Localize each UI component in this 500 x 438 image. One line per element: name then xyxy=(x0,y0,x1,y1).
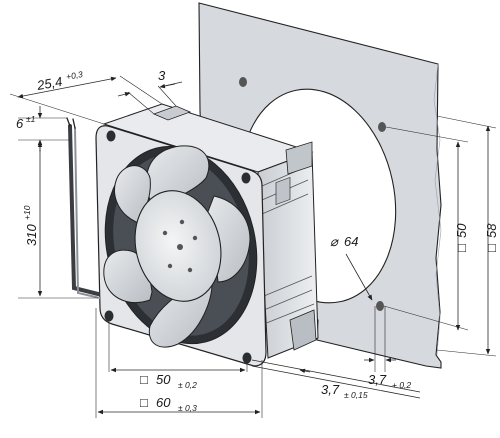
panel-hole-top-right xyxy=(378,122,386,132)
svg-text:± 0,15: ± 0,15 xyxy=(344,390,368,400)
svg-text:± 0,3: ± 0,3 xyxy=(178,403,197,413)
svg-text:+ 0,2: + 0,2 xyxy=(392,380,411,390)
svg-text:±1: ±1 xyxy=(26,114,36,124)
dimension-labels: 25,4 +0,3 3 6 ±1 310 +10 □ 50 ± 0,2 □ 60… xyxy=(16,68,499,413)
svg-text:□: □ xyxy=(484,244,499,252)
svg-text:± 0,2: ± 0,2 xyxy=(178,380,197,390)
hole-pitch-label: □ 50 ± 0,2 xyxy=(140,372,197,390)
cable-strip-label: 6 ±1 xyxy=(16,114,36,131)
svg-text:+0,3: +0,3 xyxy=(65,69,84,82)
svg-text:25,4: 25,4 xyxy=(35,74,64,93)
svg-text:50: 50 xyxy=(156,372,171,387)
svg-text:⌀: ⌀ xyxy=(330,234,339,249)
panel-hole-bottom-right xyxy=(376,301,384,311)
svg-text:□: □ xyxy=(140,395,148,410)
fan-mount-hole-label: 3,7 ± 0,15 xyxy=(321,382,368,400)
panel-pitch-label: □ 50 xyxy=(454,223,469,252)
cable-length-label: 310 +10 xyxy=(22,205,39,246)
flange-label: 3 xyxy=(158,68,166,83)
cutout-diameter-label: ⌀ 64 xyxy=(330,234,358,249)
svg-text:58: 58 xyxy=(484,223,499,238)
svg-text:□: □ xyxy=(140,372,148,387)
svg-text:3,7: 3,7 xyxy=(368,372,387,387)
svg-text:310: 310 xyxy=(24,224,39,246)
svg-text:3,7: 3,7 xyxy=(321,382,340,397)
depth-label: 25,4 +0,3 xyxy=(35,69,84,93)
fan-mount-holes xyxy=(104,130,252,364)
panel-mount-hole-label: 3,7 + 0,2 xyxy=(368,372,411,390)
frame-size-label: □ 60 ± 0,3 xyxy=(140,395,197,413)
svg-text:50: 50 xyxy=(454,223,469,238)
svg-text:□: □ xyxy=(454,244,469,252)
svg-text:+10: +10 xyxy=(22,205,32,220)
svg-text:6: 6 xyxy=(16,116,24,131)
svg-text:60: 60 xyxy=(156,395,171,410)
svg-text:64: 64 xyxy=(344,234,358,249)
fan-cable xyxy=(66,117,101,299)
dimension-lines xyxy=(9,75,497,418)
fan-hub xyxy=(134,190,222,302)
panel-size-label: □ 58 xyxy=(484,223,499,252)
panel-hole-top-left xyxy=(239,77,247,87)
